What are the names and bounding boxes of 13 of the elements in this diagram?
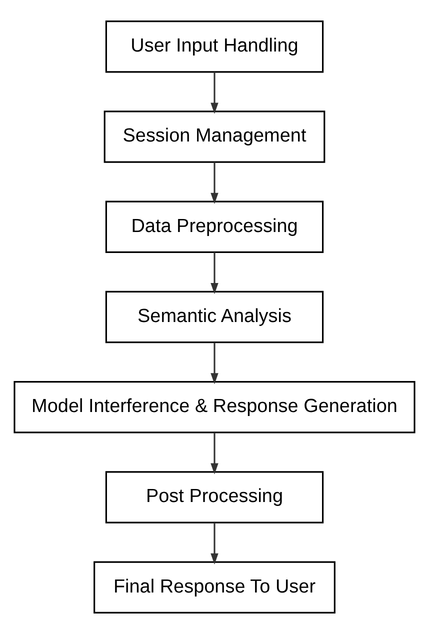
node-box: Session Management: [104, 110, 326, 162]
arrow: [210, 522, 218, 564]
arrow: [210, 71, 218, 114]
node-box: Final Response To User: [94, 560, 336, 613]
node-box: Model Interference & Response Generation: [14, 380, 416, 433]
arrow: [210, 432, 218, 474]
arrow: [210, 342, 218, 384]
node-box: Semantic Analysis: [105, 290, 324, 343]
node-box: Post Processing: [105, 470, 324, 523]
node-box: User Input Handling: [105, 20, 324, 72]
arrow: [210, 162, 218, 204]
node-box: Data Preprocessing: [105, 200, 324, 252]
arrow: [210, 252, 218, 294]
